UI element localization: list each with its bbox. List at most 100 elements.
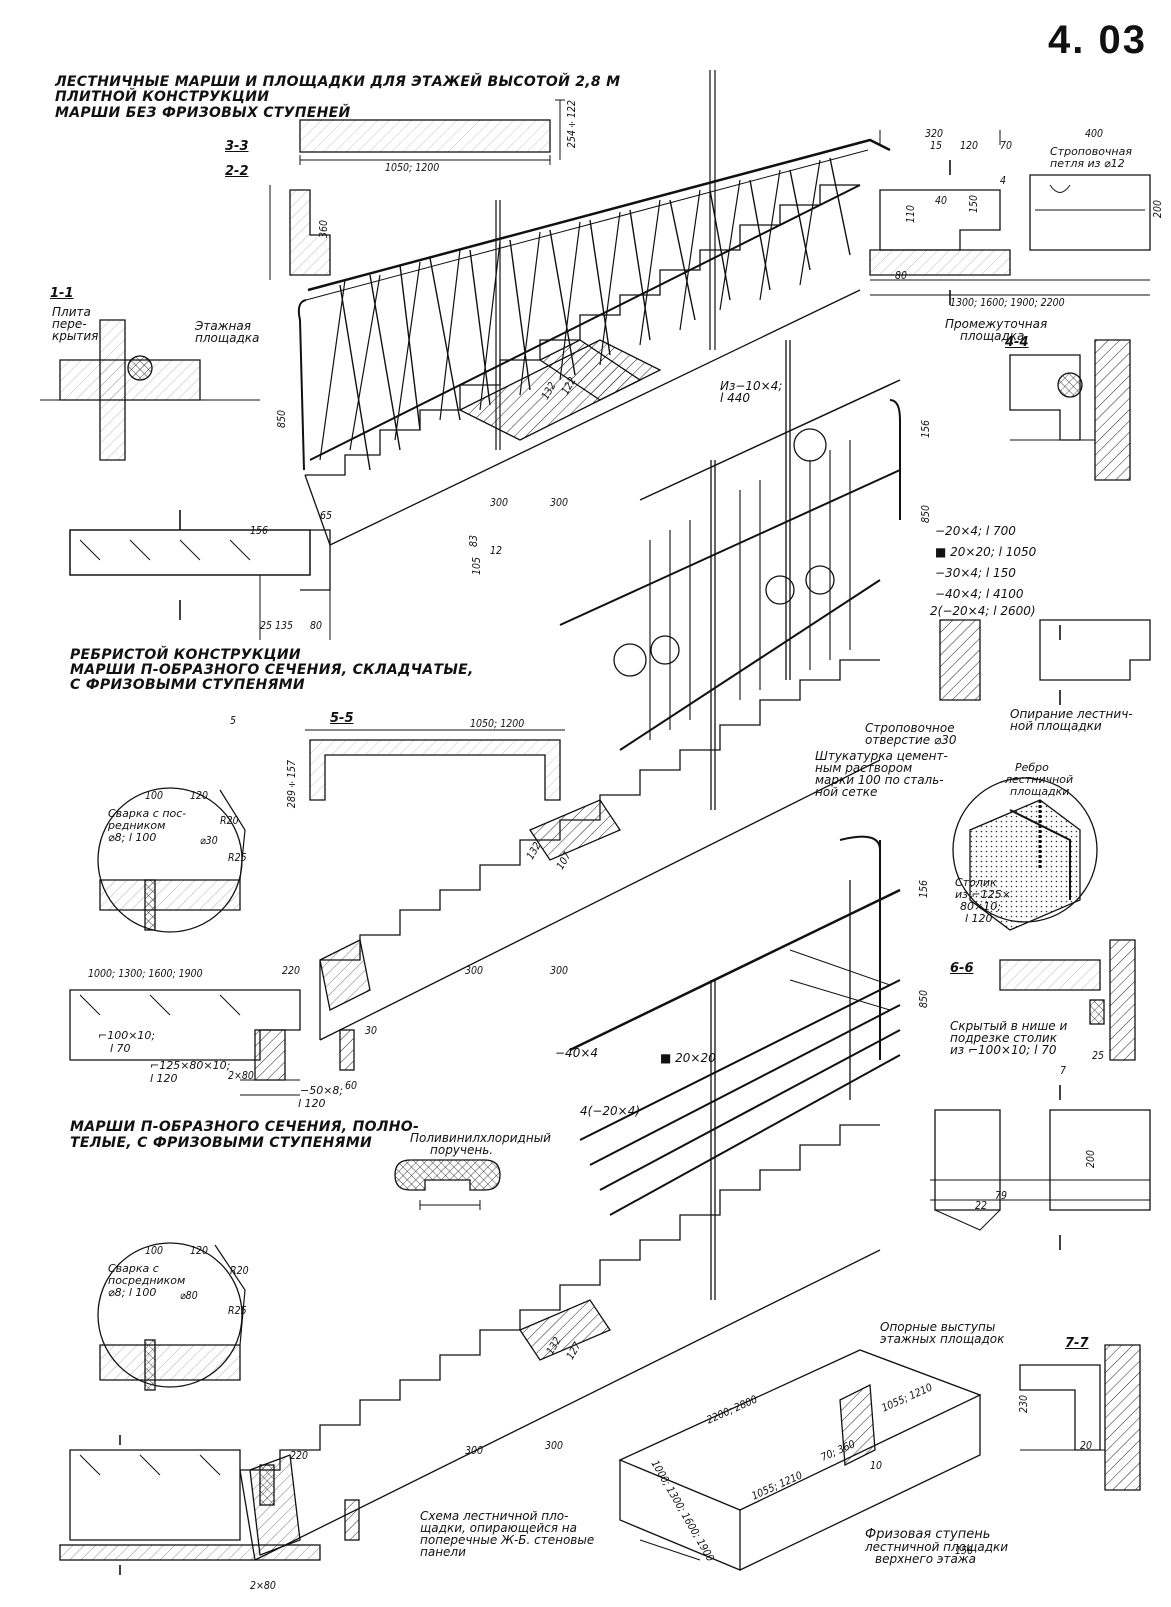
label-loop-2: петля из ⌀12 — [1050, 157, 1125, 170]
label-rib-3: площадки — [1010, 785, 1070, 798]
label-weld-b-1: Сварка с — [108, 1262, 159, 1275]
label-hidden-2: подрезке столик — [950, 1031, 1057, 1045]
section-label-1-1: 1-1 — [50, 286, 74, 301]
spec-m: −50×8; — [300, 1084, 344, 1097]
section-1-1 — [40, 319, 260, 461]
spec-a: −20×4; l 700 — [935, 524, 1016, 538]
dim-80-a: 80 — [310, 620, 323, 632]
spec-n: l 120 — [298, 1097, 326, 1110]
dim-320: 320 — [925, 128, 944, 140]
section-7-7 — [1019, 1344, 1141, 1491]
dim-289: 289÷157 — [286, 760, 298, 809]
dim-10: 10 — [870, 1460, 883, 1472]
label-plaster-1: Штукатурка цемент- — [815, 749, 948, 763]
section-7-7-top — [930, 1109, 1151, 1231]
dim-156-c: 156 — [955, 1545, 974, 1557]
dim-200-b: 200 — [1152, 200, 1164, 219]
detail-plaster — [952, 777, 1098, 931]
label-weld-b-2: посредником — [108, 1274, 186, 1287]
dim-60: 60 — [345, 1080, 358, 1092]
dim-83: 83 — [468, 534, 481, 548]
dim-850-a: 850 — [276, 410, 288, 429]
dim-120-a: 120 — [190, 790, 209, 802]
dim-135: 135 — [275, 620, 294, 632]
label-frieze-3: верхнего этажа — [875, 1552, 976, 1566]
pvc-handrail-profile — [394, 1159, 501, 1210]
label-weld-a-3: ⌀8; l 100 — [108, 831, 157, 844]
dim-1050-a: 1050; 1200 — [385, 162, 440, 174]
dim-360: 360 — [318, 220, 330, 239]
title-line-2: ПЛИТНОЙ КОНСТРУКЦИИ — [55, 89, 270, 105]
label-hidden-3: из ⌐100×10; l 70 — [950, 1043, 1057, 1057]
top-stair-march — [69, 70, 891, 640]
dim-120-b: 120 — [190, 1245, 209, 1257]
section-label-2-2: 2-2 — [225, 164, 249, 179]
dim-300-b: 300 — [550, 497, 569, 509]
dim-4: 4 — [1000, 175, 1007, 187]
detail-circle-b — [97, 1242, 246, 1391]
dim-220-b: 220 — [290, 1450, 309, 1462]
label-landing-1: Этажная — [195, 319, 251, 333]
spec-g: ■ 20×20 — [660, 1051, 716, 1065]
label-strip-1: Из−10×4; — [720, 379, 783, 393]
spec-h: 4(−20×4) — [580, 1104, 641, 1118]
ribbed-title-1: РЕБРИСТОЙ КОНСТРУКЦИИ — [70, 647, 301, 663]
dim-80-b: 80 — [895, 270, 908, 282]
dim-120-c: 120 — [960, 140, 979, 152]
dim-110: 110 — [905, 205, 917, 224]
sheet-number: 4. 03 — [1048, 18, 1147, 62]
section-5-5 — [305, 729, 565, 801]
dim-20: 20 — [1080, 1440, 1093, 1452]
spec-f: −40×4 — [555, 1046, 599, 1060]
section-4-4 — [1009, 339, 1131, 481]
dim-220-a: 220 — [282, 965, 301, 977]
label-plita-3: крытия — [52, 329, 99, 343]
dim-400: 400 — [1085, 128, 1104, 140]
dim-850-b: 850 — [920, 505, 932, 524]
label-plita-2: пере- — [52, 317, 87, 331]
dim-5: 5 — [230, 715, 237, 727]
ribbed-title-3: С ФРИЗОВЫМИ СТУПЕНЯМИ — [70, 677, 305, 693]
detail-circle-a — [97, 787, 246, 933]
spec-c: −30×4; l 150 — [935, 566, 1016, 580]
dim-105: 105 — [471, 556, 484, 576]
title-line-1: ЛЕСТНИЧНЫЕ МАРШИ И ПЛОЩАДКИ ДЛЯ ЭТАЖЕЙ В… — [55, 74, 621, 90]
landing-scheme — [618, 1349, 982, 1571]
label-hole-2: отверстие ⌀30 — [865, 733, 957, 747]
section-label-7-7: 7-7 — [1065, 1336, 1089, 1351]
dim-156-d: 156 — [250, 525, 269, 537]
dim-phi80: ⌀80 — [180, 1290, 198, 1302]
label-frieze-1: Фризовая ступень — [865, 1527, 991, 1542]
label-supports-2: этажных площадок — [880, 1332, 1005, 1346]
dim-300-f: 300 — [545, 1440, 564, 1452]
dim-R25-b: R25 — [228, 1305, 247, 1317]
label-scheme-3: поперечные Ж-Б. стеновые — [420, 1533, 595, 1547]
section-3-3 — [299, 99, 565, 165]
section-lifting-loop — [869, 130, 1151, 296]
label-rib-1: Ребро — [1015, 761, 1049, 774]
label-weld-a-2: редником — [108, 819, 166, 832]
dim-200: 200 — [1085, 1150, 1097, 1169]
bottom-stair-march — [59, 835, 901, 1561]
dim-R20: R20 — [220, 815, 239, 827]
dim-300-c: 300 — [465, 965, 484, 977]
dim-40: 40 — [935, 195, 948, 207]
spec-b: ■ 20×20; l 1050 — [935, 545, 1037, 559]
label-plaster-4: ной сетке — [815, 785, 878, 799]
dim-65: 65 — [320, 510, 333, 522]
dim-25-b: 25 — [260, 620, 273, 632]
dim-300-d: 300 — [550, 965, 569, 977]
dim-156-a: 156 — [920, 420, 932, 439]
middle-stair-march — [69, 340, 901, 1096]
spec-j: l 70 — [110, 1042, 131, 1055]
dim-100-a: 100 — [145, 790, 164, 802]
spec-k: ⌐125×80×10; — [150, 1059, 231, 1072]
dim-R25: R25 — [228, 852, 247, 864]
label-table-2: из ⌐125× — [955, 888, 1011, 901]
spec-i: ⌐100×10; — [98, 1029, 156, 1042]
section-label-5-5: 5-5 — [330, 711, 354, 726]
label-loop-1: Строповочная — [1050, 145, 1132, 158]
label-plita-1: Плита — [52, 305, 91, 319]
